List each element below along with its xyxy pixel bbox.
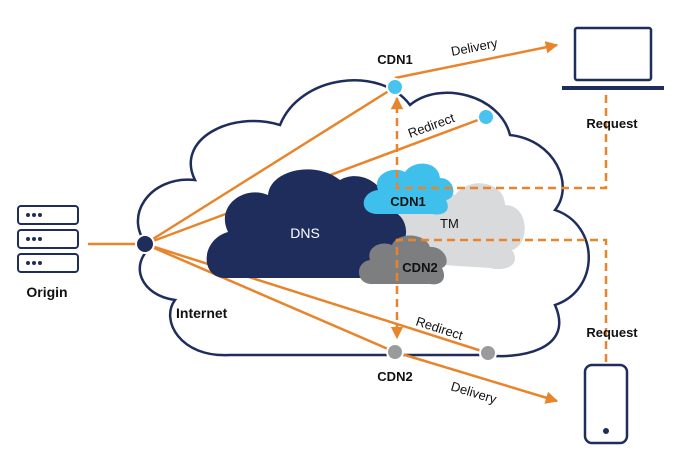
laptop-icon bbox=[562, 26, 664, 90]
cdn1-redirect-node bbox=[477, 108, 495, 126]
internet-label: Internet bbox=[176, 305, 228, 321]
server-stack-icon bbox=[17, 205, 79, 273]
request-bottom-label: Request bbox=[586, 325, 638, 340]
request-paths bbox=[390, 95, 608, 362]
cdn2-node-label: CDN2 bbox=[377, 369, 412, 384]
cdn1-node bbox=[386, 78, 404, 96]
delivery-top-label: Delivery bbox=[450, 35, 499, 59]
delivery-top-arrow bbox=[394, 41, 559, 80]
origin-hub-node bbox=[135, 234, 155, 254]
cdn1-cloud-label: CDN1 bbox=[390, 194, 425, 209]
delivery-bottom-arrow bbox=[394, 350, 559, 404]
cdn2-cloud bbox=[358, 235, 447, 285]
delivery-bottom-label: Delivery bbox=[449, 379, 499, 407]
cdn2-node bbox=[386, 343, 404, 361]
cdn2-redirect-node bbox=[479, 344, 497, 362]
origin-label: Origin bbox=[26, 284, 67, 300]
request-top-label: Request bbox=[586, 116, 638, 131]
cdn1-node-label: CDN1 bbox=[377, 52, 412, 67]
tm-label: TM bbox=[440, 216, 459, 231]
cdn2-cloud-label: CDN2 bbox=[402, 260, 437, 275]
smartphone-icon bbox=[583, 363, 629, 445]
dns-cloud bbox=[206, 169, 407, 279]
dns-label: DNS bbox=[290, 225, 320, 241]
